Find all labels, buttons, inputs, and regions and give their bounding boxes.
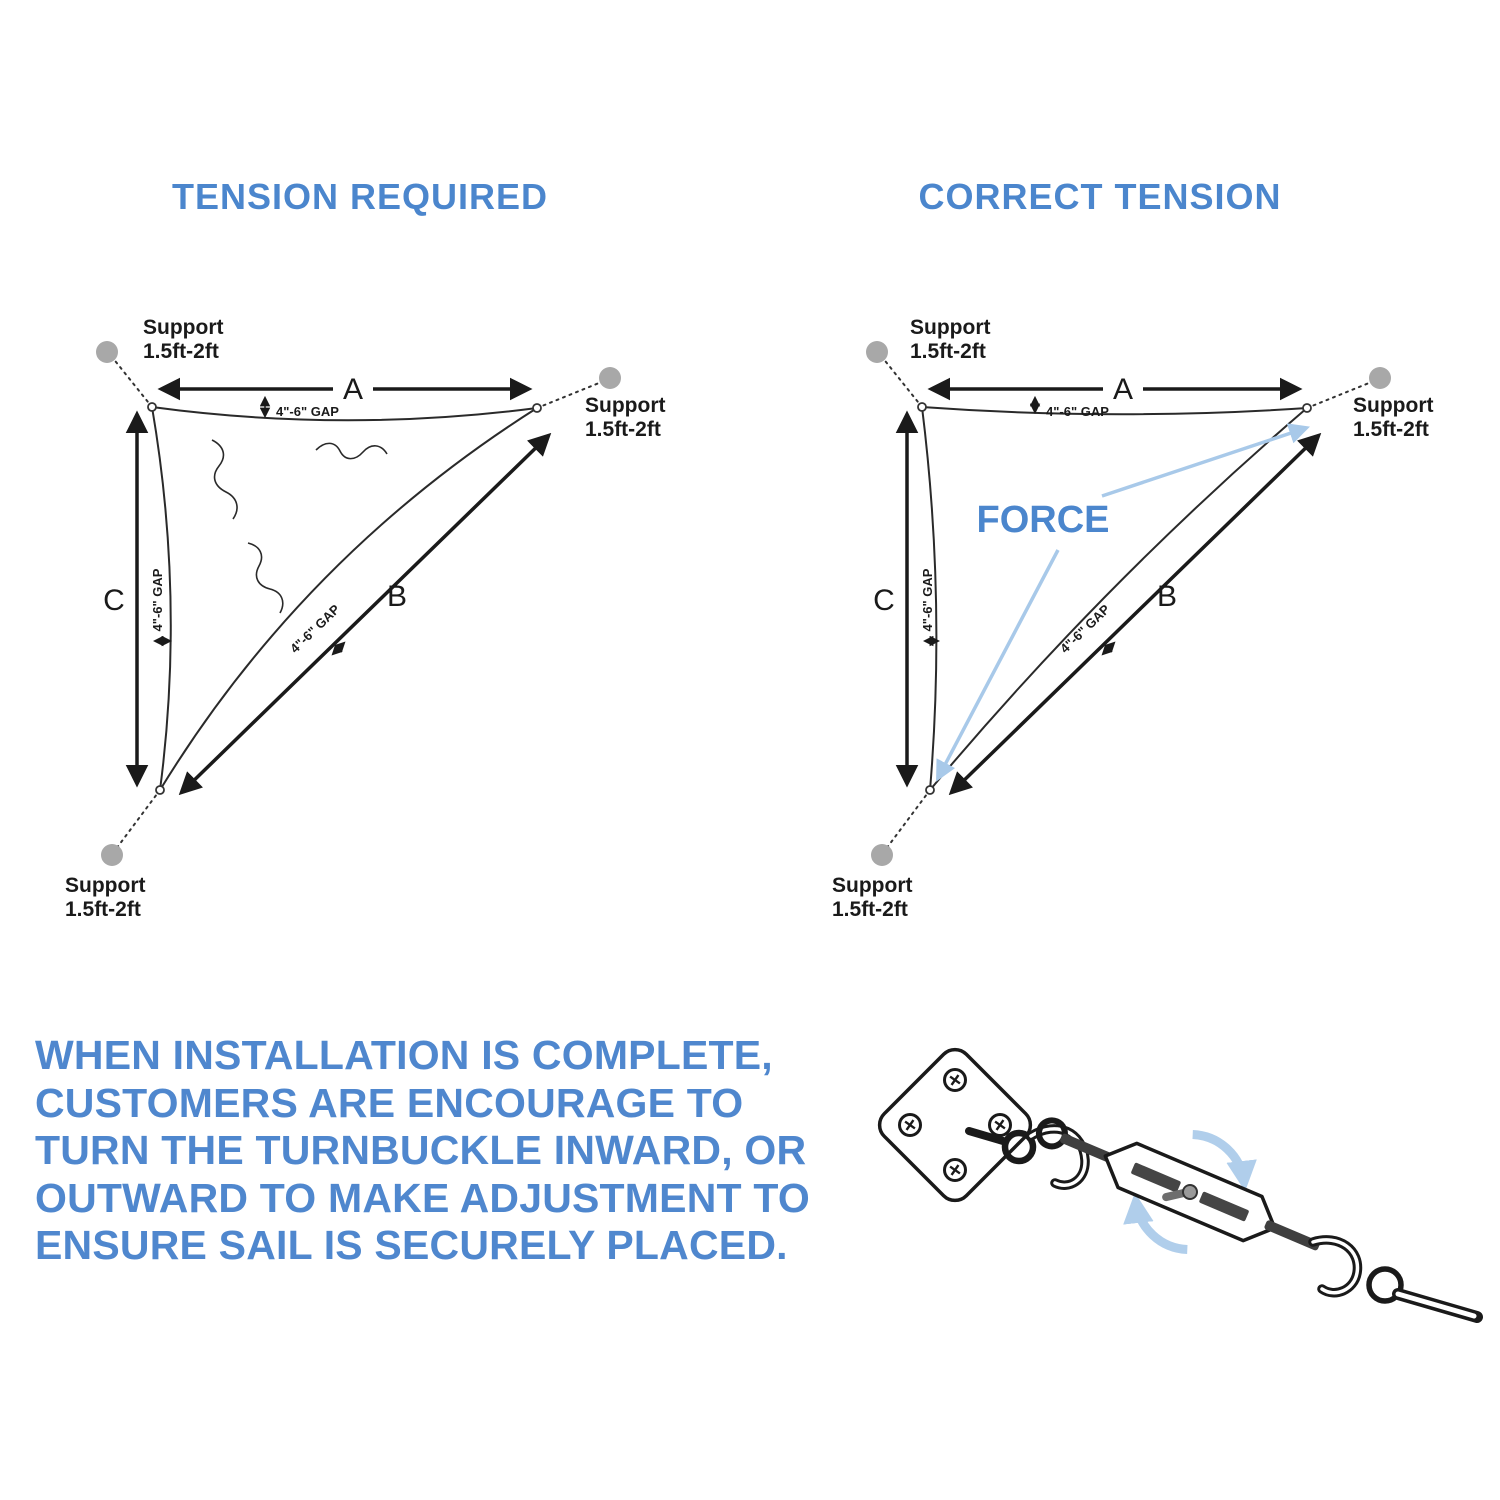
support-post-dot-top <box>866 341 888 363</box>
grommet <box>532 403 542 413</box>
rotation-arrow-icon <box>1123 1192 1188 1255</box>
support-label-right: Support <box>1353 394 1433 417</box>
mounting-plate <box>877 1047 1033 1203</box>
diagram-tension-required: A C B 4"-6" GAP 4"-6" GAP 4"-6" GAP Supp… <box>65 316 665 921</box>
diagram-correct-tension: A C B 4"-6" GAP 4"-6" GAP 4"-6" GAP FORC… <box>832 316 1433 921</box>
title-tension-required: TENSION REQUIRED <box>171 176 549 217</box>
instruction-line: TURN THE TURNBUCKLE INWARD, OR <box>35 1127 807 1174</box>
edge-b-label: B <box>387 580 407 613</box>
gap-label-left: 4"-6" GAP <box>920 568 935 631</box>
gap-arrow-diagonal <box>331 641 346 656</box>
support-label-bottom: Support <box>65 874 145 897</box>
grommet <box>1302 403 1312 413</box>
screw-icon <box>943 1068 967 1092</box>
edge-a-label: A <box>343 373 363 406</box>
support-tie-top <box>881 356 923 408</box>
gap-label-top: 4"-6" GAP <box>1046 404 1109 419</box>
dimension-arrow-b <box>948 432 1322 796</box>
turnbuckle-illustration <box>877 1047 1483 1323</box>
gap-label-top: 4"-6" GAP <box>276 404 339 419</box>
title-correct-tension: CORRECT TENSION <box>918 176 1282 217</box>
support-tie-right <box>536 380 605 409</box>
instruction-text: WHEN INSTALLATION IS COMPLETE, CUSTOMERS… <box>35 1032 865 1270</box>
grommet <box>155 785 165 795</box>
screw-icon <box>898 1113 922 1137</box>
screw-icon <box>988 1113 1012 1137</box>
support-post-dot-bottom <box>871 844 893 866</box>
support-label-top: Support <box>143 316 223 339</box>
force-arrow-lower <box>936 549 1060 782</box>
support-post-dot-bottom <box>101 844 123 866</box>
support-post-dot-right <box>1369 367 1391 389</box>
screw-icon <box>943 1158 967 1182</box>
grommet <box>917 402 927 412</box>
support-label-right: 1.5ft-2ft <box>1353 418 1429 441</box>
end-hook-and-cable <box>1308 1235 1483 1323</box>
support-label-top: Support <box>910 316 990 339</box>
pad-eye-and-hook <box>965 1124 1090 1190</box>
shade-sail-loose <box>150 405 538 791</box>
grommet <box>147 402 157 412</box>
support-tie-right <box>1306 380 1375 409</box>
shade-sail-tensioned <box>920 405 1310 794</box>
instruction-line: CUSTOMERS ARE ENCOURAGE TO <box>35 1079 744 1126</box>
turnbuckle-body <box>1035 1117 1320 1255</box>
support-tie-bottom <box>115 789 161 850</box>
force-arrow-upper <box>1101 423 1310 498</box>
support-post-dot-top <box>96 341 118 363</box>
support-label-bottom: 1.5ft-2ft <box>65 898 141 921</box>
support-label-top: 1.5ft-2ft <box>143 340 219 363</box>
force-label: FORCE <box>977 499 1110 541</box>
instruction-line: OUTWARD TO MAKE ADJUSTMENT TO <box>35 1174 810 1221</box>
cable-loop <box>1366 1266 1404 1304</box>
gap-arrow-diagonal <box>1101 641 1116 656</box>
edge-b-label: B <box>1157 580 1177 613</box>
dimension-arrow-b <box>178 432 552 796</box>
support-post-dot-right <box>599 367 621 389</box>
instruction-line: ENSURE SAIL IS SECURELY PLACED. <box>35 1222 788 1269</box>
edge-a-label: A <box>1113 373 1133 406</box>
grommet <box>925 785 935 795</box>
support-label-right: Support <box>585 394 665 417</box>
support-label-top: 1.5ft-2ft <box>910 340 986 363</box>
edge-c-label: C <box>103 584 125 617</box>
support-label-bottom: Support <box>832 874 912 897</box>
support-label-bottom: 1.5ft-2ft <box>832 898 908 921</box>
edge-c-label: C <box>873 584 895 617</box>
gap-label-left: 4"-6" GAP <box>150 568 165 631</box>
rotation-arrow-icon <box>1192 1129 1257 1192</box>
instruction-line: WHEN INSTALLATION IS COMPLETE, <box>35 1032 773 1078</box>
support-label-right: 1.5ft-2ft <box>585 418 661 441</box>
support-tie-top <box>111 356 153 408</box>
support-tie-bottom <box>885 789 931 850</box>
